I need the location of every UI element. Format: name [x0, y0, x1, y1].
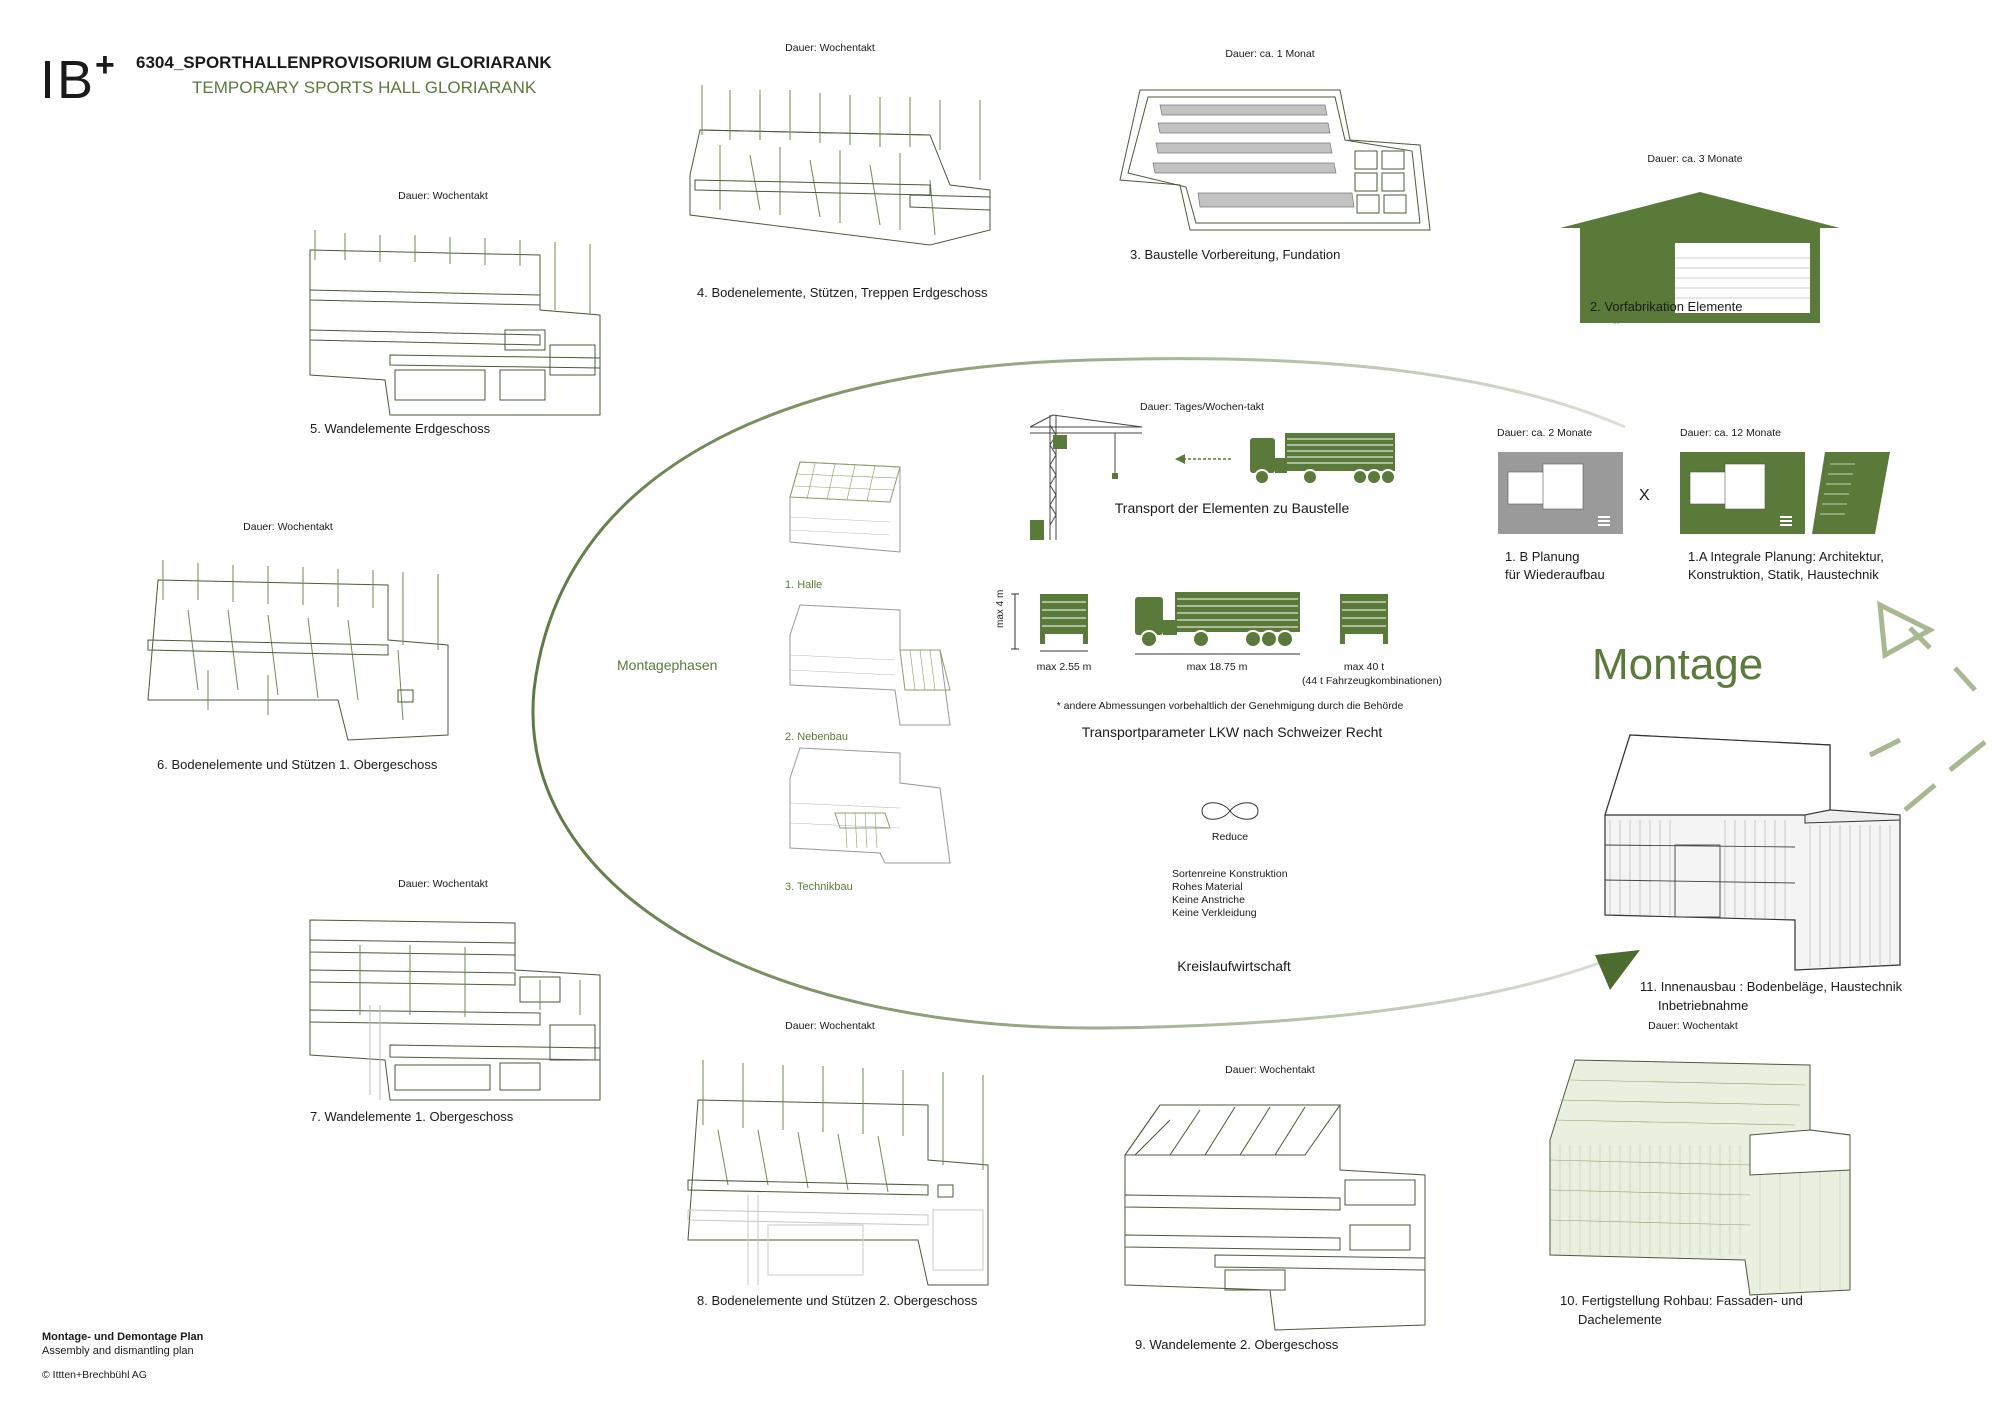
s5-label: 5. Wandelemente Erdgeschoss [310, 421, 491, 436]
crane-icon [1029, 414, 1143, 540]
phase2-label: 2. Nebenbau [785, 731, 848, 743]
s10-label-1: 10. Fertigstellung Rohbau: Fassaden- und [1560, 1293, 1803, 1308]
foundation-drawing [1119, 89, 1431, 231]
b-planning-sheet [1498, 452, 1623, 534]
truck-icon [1250, 433, 1396, 485]
reduce-icon [1201, 802, 1259, 820]
s7-label: 7. Wandelemente 1. Obergeschoss [310, 1109, 514, 1124]
s11-label-1: 11. Innenausbau : Bodenbeläge, Haustechn… [1640, 979, 1903, 994]
page-subtitle: TEMPORARY SPORTS HALL GLORIARANK [192, 78, 537, 97]
s4-duration: Dauer: Wochentakt [785, 42, 875, 54]
s2-duration: Dauer: ca. 3 Monate [1647, 153, 1743, 165]
s9-drawing [1124, 1104, 1426, 1331]
s10-label-2: Dachelemente [1578, 1312, 1662, 1327]
s3-duration: Dauer: ca. 1 Monat [1225, 48, 1315, 60]
footer-title: Montage- und Demontage Plan [42, 1331, 204, 1343]
phase1-label: 1. Halle [785, 579, 823, 591]
dim-height: max 4 m [995, 589, 1006, 628]
transport-duration: Dauer: Tages/Wochen-takt [1140, 401, 1264, 413]
s11-label-2: Inbetriebnahme [1658, 998, 1749, 1013]
page-title: 6304_SPORTHALLENPROVISORIUM GLORIARANK [136, 53, 552, 72]
s11-drawing [1604, 734, 1901, 971]
x-mark: X [1639, 487, 1650, 504]
s9-duration: Dauer: Wochentakt [1225, 1064, 1315, 1076]
b-duration: Dauer: ca. 2 Monate [1497, 427, 1593, 439]
s7-drawing [309, 919, 601, 1101]
dim-weight: max 40 t [1343, 661, 1385, 673]
truck-side-icon [1135, 592, 1300, 655]
prefab-hall-icon [1560, 192, 1840, 323]
phase2-drawing [789, 604, 951, 726]
reduce-item-1: Sortenreine Konstruktion [1172, 868, 1288, 880]
reduce-label: Reduce [1211, 831, 1249, 843]
transport-title: Transport der Elementen zu Baustelle [1114, 500, 1350, 516]
dim-width: max 2.55 m [1036, 661, 1092, 673]
s10-duration: Dauer: Wochentakt [1648, 1020, 1738, 1032]
transport-footnote: * andere Abmessungen vorbehaltlich der G… [1056, 700, 1404, 712]
s2-note: Hector Egger Holzbau (HE) [1590, 318, 1664, 324]
a-planning-sheet [1680, 452, 1890, 534]
s8-label: 8. Bodenelemente und Stützen 2. Obergesc… [697, 1293, 978, 1308]
s6-duration: Dauer: Wochentakt [243, 521, 333, 533]
transport-params: Transportparameter LKW nach Schweizer Re… [1081, 724, 1383, 740]
truck-back-icon [1040, 594, 1088, 652]
s10-drawing [1549, 1059, 1851, 1296]
s8-drawing [687, 1060, 989, 1286]
arrow-left-dashed [1175, 454, 1233, 464]
s2-label: 2. Vorfabrikation Elemente [1590, 299, 1743, 314]
s9-label: 9. Wandelemente 2. Obergeschoss [1135, 1337, 1339, 1352]
footer-copyright: © Ittten+Brechbühl AG [42, 1369, 147, 1381]
reduce-item-2: Rohes Material [1172, 881, 1243, 893]
montagephasen-label: Montagephasen [617, 657, 718, 673]
truck-back-icon-2 [1340, 594, 1388, 644]
s3-label: 3. Baustelle Vorbereitung, Fundation [1130, 247, 1341, 262]
logo: IB+ [40, 38, 117, 107]
footer-subtitle: Assembly and dismantling plan [42, 1345, 194, 1357]
s8-duration: Dauer: Wochentakt [785, 1020, 875, 1032]
reduce-item-4: Keine Verkleidung [1172, 907, 1257, 919]
logo-text: IB [40, 50, 96, 110]
dim-height-bar [1011, 593, 1019, 650]
montage-title: Montage [1592, 640, 1764, 689]
s4-label: 4. Bodenelemente, Stützen, Treppen Erdge… [697, 285, 988, 300]
phase1-drawing [789, 461, 901, 553]
phase3-label: 3. Technikbau [785, 881, 853, 893]
s5-drawing [309, 230, 601, 416]
s7-duration: Dauer: Wochentakt [398, 878, 488, 890]
phase3-drawing [789, 747, 951, 864]
b-label-2: für Wiederaufbau [1505, 567, 1605, 582]
s5-duration: Dauer: Wochentakt [398, 190, 488, 202]
reduce-item-3: Keine Anstriche [1172, 894, 1245, 906]
kreislauf-label: Kreislaufwirtschaft [1177, 958, 1291, 974]
s6-drawing [147, 560, 449, 741]
b-label-1: 1. B Planung [1505, 549, 1580, 564]
dim-length: max 18.75 m [1186, 661, 1248, 673]
dim-weight-note: (44 t Fahrzeugkombinationen) [1301, 675, 1443, 687]
a-label-2: Konstruktion, Statik, Haustechnik [1688, 567, 1879, 582]
s4-drawing [689, 85, 991, 246]
logo-plus: + [95, 46, 117, 84]
a-duration: Dauer: ca. 12 Monate [1680, 427, 1781, 439]
a-label-1: 1.A Integrale Planung: Architektur, [1688, 549, 1884, 564]
s6-label: 6. Bodenelemente und Stützen 1. Obergesc… [157, 757, 438, 772]
